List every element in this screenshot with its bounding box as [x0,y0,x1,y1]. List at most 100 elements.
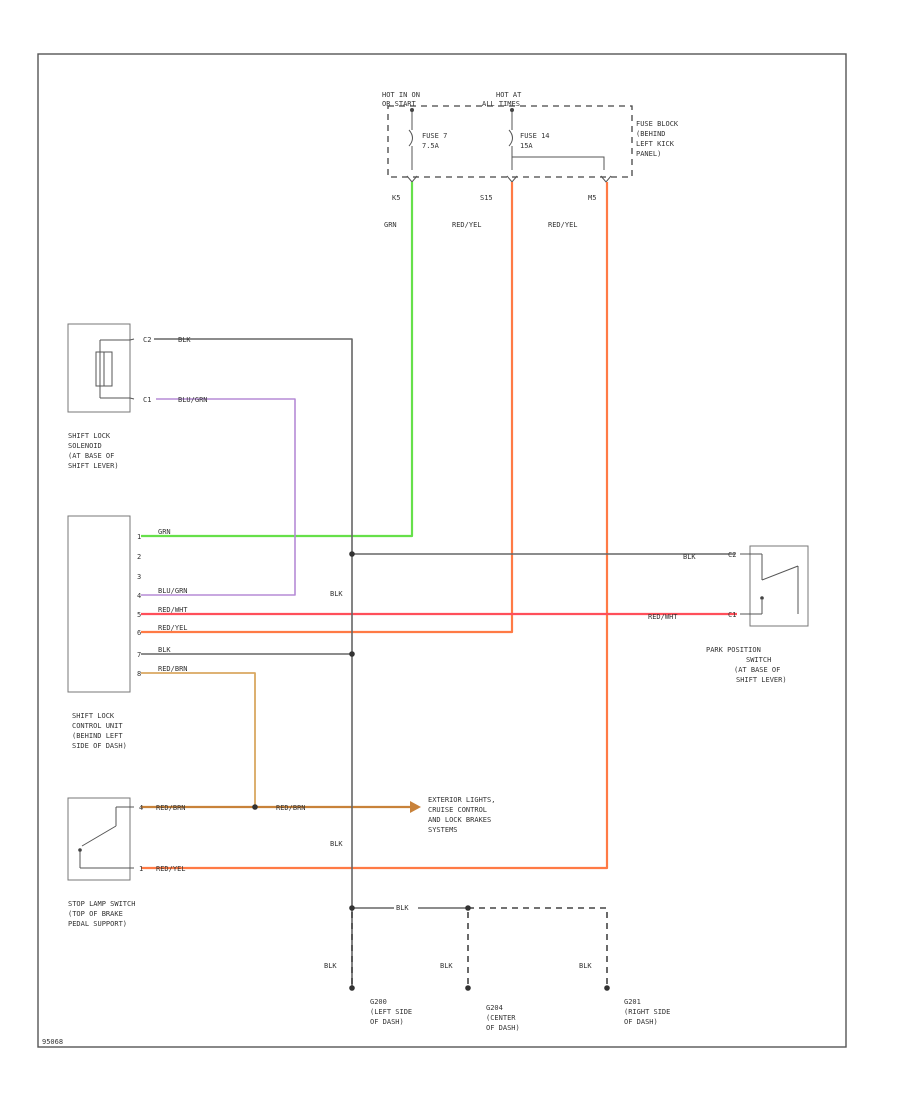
wire-blk-ground-bus-dashed [468,907,608,986]
control-unit-label-2: CONTROL UNIT [72,722,123,730]
stop-switch-pivot [78,848,82,852]
cu-pin-1: 1 [137,533,141,541]
fuse-14-name: FUSE 14 [520,132,550,140]
circuit-m5: M5 [588,194,596,202]
solenoid-lead-top [100,338,135,341]
g201-location-1: (RIGHT SIDE [624,1008,670,1016]
ground-bus-labels: BLK BLK BLK BLK BLK BLK [324,588,592,970]
park-switch-label-2: SWITCH [746,656,771,664]
fuse-block-label-3: LEFT KICK [636,140,675,148]
stop-wire-redyel: RED/YEL [156,865,186,873]
shift-lock-control-unit: 1 2 3 4 5 6 7 8 GRN BLU/GRN RED/WHT RED/… [67,515,188,750]
fuse-7-symbol [408,110,413,170]
fuse-7-rating: 7.5A [422,142,440,150]
solenoid-wire-blugrn: BLU/GRN [178,396,208,404]
arrow-exterior [410,801,421,813]
stop-switch-contact-icon [79,807,117,868]
solenoid-pin-c2: C2 [143,336,151,344]
ground-g200-dot [349,985,355,991]
solenoid-label-1: SHIFT LOCK [68,432,111,440]
wire-blk-main [154,338,353,986]
wire-label-blk-g200: BLK [324,962,337,970]
splice-bus-left [349,905,355,911]
stop-switch-label-3: PEDAL SUPPORT) [68,920,127,928]
park-wire-redwht: RED/WHT [648,613,678,621]
splice-park [349,551,355,557]
hot-all-label-1: HOT AT [496,91,522,99]
wire-grn [141,182,414,538]
park-pin-c1: C1 [728,611,736,619]
grounds: G200 (LEFT SIDE OF DASH) G204 (CENTER OF… [370,998,670,1032]
shift-lock-solenoid: C2 C1 BLK BLU/GRN SHIFT LOCK SOLENOID (A… [67,323,208,470]
footer-code: 95068 [42,1038,63,1046]
solenoid-box [67,323,131,413]
stop-pin-4: 4 [139,804,143,812]
control-unit-label-1: SHIFT LOCK [72,712,115,720]
park-switch-pivot [760,596,764,600]
park-switch-label-3: (AT BASE OF [734,666,780,674]
cu-wire-4: BLU/GRN [158,587,188,595]
wire-red-yel-control-unit [141,182,514,634]
park-switch-contact-icon [761,554,799,614]
cu-pin-2: 2 [137,553,141,561]
park-switch-box [749,545,809,627]
fuse-block-label-2: (BEHIND [636,130,666,138]
solenoid-label-3: (AT BASE OF [68,452,114,460]
fuse-14-rating: 15A [520,142,533,150]
g204-name: G204 [486,1004,503,1012]
splice-red-brn [252,804,258,810]
fuse-14-symbol [508,110,605,170]
cu-wire-1: GRN [158,528,171,536]
cu-wire-8: RED/BRN [158,665,188,673]
splice-bus-center [465,905,471,911]
stop-wire-redbrn: RED/BRN [156,804,186,812]
wire-label-blk-mid-1: BLK [330,590,343,598]
hot-run-label-2: OR START [382,100,417,108]
fuse-14-dot [510,108,514,112]
blk-label-bg-1 [328,588,350,598]
wire-label-blk-mid-2: BLK [330,840,343,848]
park-position-switch: C2 C1 BLK RED/WHT PARK POSITION SWITCH (… [648,545,809,684]
exterior-label-3: AND LOCK BRAKES [428,816,491,824]
ground-g201-dot [604,985,610,991]
cu-wire-7: BLK [158,646,171,654]
wire-blu-grn [141,398,296,596]
wire-label-blk-bus: BLK [396,904,409,912]
park-pin-c2: C2 [728,551,736,559]
blk-label-bg-3 [394,902,418,912]
park-switch-label-1: PARK POSITION [706,646,761,654]
fuse-block-label-4: PANEL) [636,150,661,158]
fuse-block-label-1: FUSE BLOCK [636,120,679,128]
hot-all-label-2: ALL TIMES [482,100,520,108]
exterior-label-1: EXTERIOR LIGHTS, [428,796,495,804]
g200-location-2: OF DASH) [370,1018,404,1026]
exterior-wire-redbrn: RED/BRN [276,804,306,812]
solenoid-pin-c1: C1 [143,396,151,404]
ground-g204-dot [465,985,471,991]
control-unit-label-4: SIDE OF DASH) [72,742,127,750]
cu-pin-3: 3 [137,573,141,581]
g200-location-1: (LEFT SIDE [370,1008,412,1016]
cu-wire-5: RED/WHT [158,606,188,614]
park-switch-label-4: SHIFT LEVER) [736,676,787,684]
fuse-7-dot [410,108,414,112]
hot-run-label-1: HOT IN ON [382,91,420,99]
stop-lamp-switch: 4 1 RED/BRN RED/YEL STOP LAMP SWITCH (TO… [67,797,186,928]
solenoid-lead-bottom [100,397,135,400]
fuse-7-name: FUSE 7 [422,132,447,140]
stop-switch-label-2: (TOP OF BRAKE [68,910,123,918]
wire-label-blk-g201: BLK [579,962,592,970]
solenoid-wire-blk: BLK [178,336,191,344]
circuit-k5: K5 [392,194,400,202]
stop-switch-label-1: STOP LAMP SWITCH [68,900,135,908]
cu-wire-6: RED/YEL [158,624,188,632]
cu-pin-6: 6 [137,629,141,637]
cu-pin-8: 8 [137,670,141,678]
exterior-label-4: SYSTEMS [428,826,458,834]
g204-location-1: (CENTER [486,1014,516,1022]
exterior-label-2: CRUISE CONTROL [428,806,487,814]
wire-label-redyel-top-1: RED/YEL [452,221,482,229]
solenoid-label-2: SOLENOID [68,442,102,450]
splice-control-unit [349,651,355,657]
